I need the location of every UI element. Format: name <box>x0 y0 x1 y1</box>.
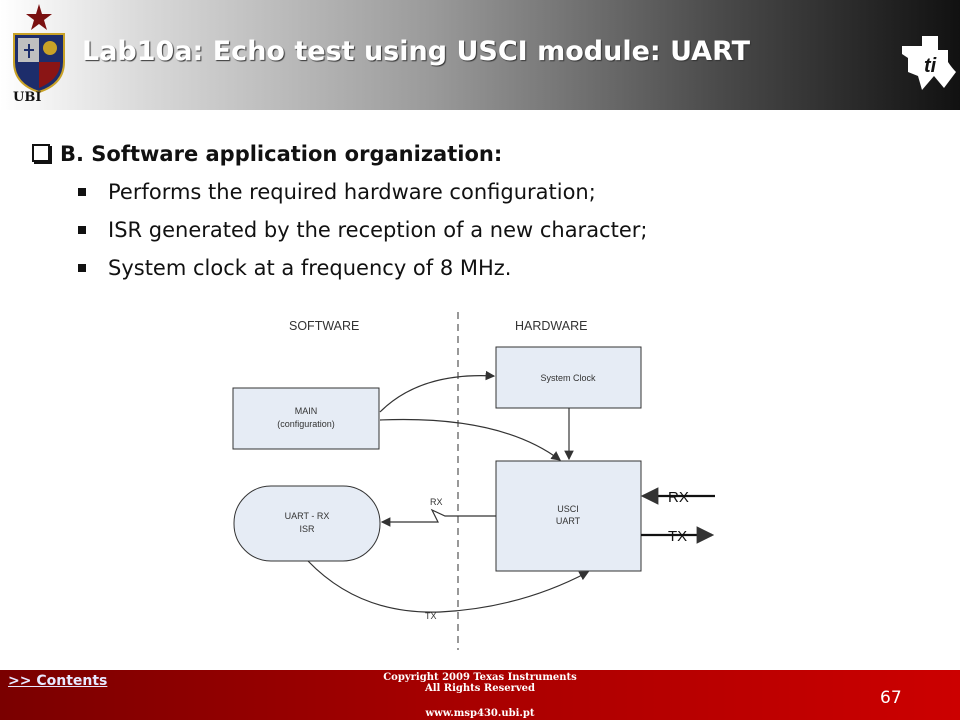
website-url: www.msp430.ubi.pt <box>425 708 535 719</box>
square-bullet-icon <box>78 226 86 234</box>
main-label-line2: (configuration) <box>277 419 335 429</box>
svg-text:ti: ti <box>924 55 937 77</box>
bullet-text: Performs the required hardware configura… <box>108 180 596 204</box>
section-heading: B. Software application organization: <box>32 142 502 166</box>
main-box <box>232 387 380 450</box>
square-bullet-icon <box>78 188 86 196</box>
page-title: Lab10a: Echo test using USCI module: UAR… <box>82 36 751 67</box>
usci-label-line2: UART <box>556 516 581 526</box>
copyright-notice: Copyright 2009 Texas Instruments All Rig… <box>360 672 600 694</box>
bullet-list: Performs the required hardware configura… <box>78 178 647 292</box>
main-to-clock-arrow <box>379 370 496 413</box>
copyright-line1: Copyright 2009 Texas Instruments <box>383 672 577 683</box>
texas-instruments-logo: ti <box>902 36 956 90</box>
header-bar <box>0 0 960 110</box>
bullet-item: ISR generated by the reception of a new … <box>78 216 647 254</box>
uart-rx-isr-box <box>233 485 381 562</box>
bullet-item: Performs the required hardware configura… <box>78 178 647 216</box>
system-clock-label: System Clock <box>540 373 596 383</box>
main-label-line1: MAIN <box>295 406 318 416</box>
section-heading-text: B. Software application organization: <box>60 142 503 166</box>
bullet-text: System clock at a frequency of 8 MHz. <box>108 256 512 280</box>
bullet-text: ISR generated by the reception of a new … <box>108 218 648 242</box>
hardware-label: HARDWARE <box>515 319 587 333</box>
isr-label-line1: UART - RX <box>285 511 330 521</box>
bullet-item: System clock at a frequency of 8 MHz. <box>78 254 647 292</box>
software-hardware-diagram: SOFTWARE HARDWARE System Clock MAIN (con… <box>232 312 715 650</box>
usci-label-line1: USCI <box>557 504 579 514</box>
checkbox-bullet-icon <box>32 144 50 162</box>
isr-to-usci-tx-arrow <box>307 560 590 613</box>
main-to-usci-arrow <box>379 418 561 461</box>
tx-pin-label: TX <box>668 528 687 545</box>
software-label: SOFTWARE <box>289 319 359 333</box>
usci-uart-box <box>495 460 642 572</box>
ubi-crest-logo <box>13 4 65 94</box>
ubi-label: UBI <box>13 90 42 105</box>
footer-bar <box>0 670 960 720</box>
tx-small-label: TX <box>425 611 437 621</box>
copyright-line2: All Rights Reserved <box>424 683 536 694</box>
rx-pin-label: RX <box>668 489 689 506</box>
square-bullet-icon <box>78 264 86 272</box>
contents-link[interactable]: >> Contents <box>8 673 108 689</box>
rx-small-label: RX <box>430 497 443 507</box>
usci-to-isr-rx-arrow <box>380 508 496 527</box>
page-number: 67 <box>880 688 902 708</box>
isr-label-line2: ISR <box>299 524 315 534</box>
